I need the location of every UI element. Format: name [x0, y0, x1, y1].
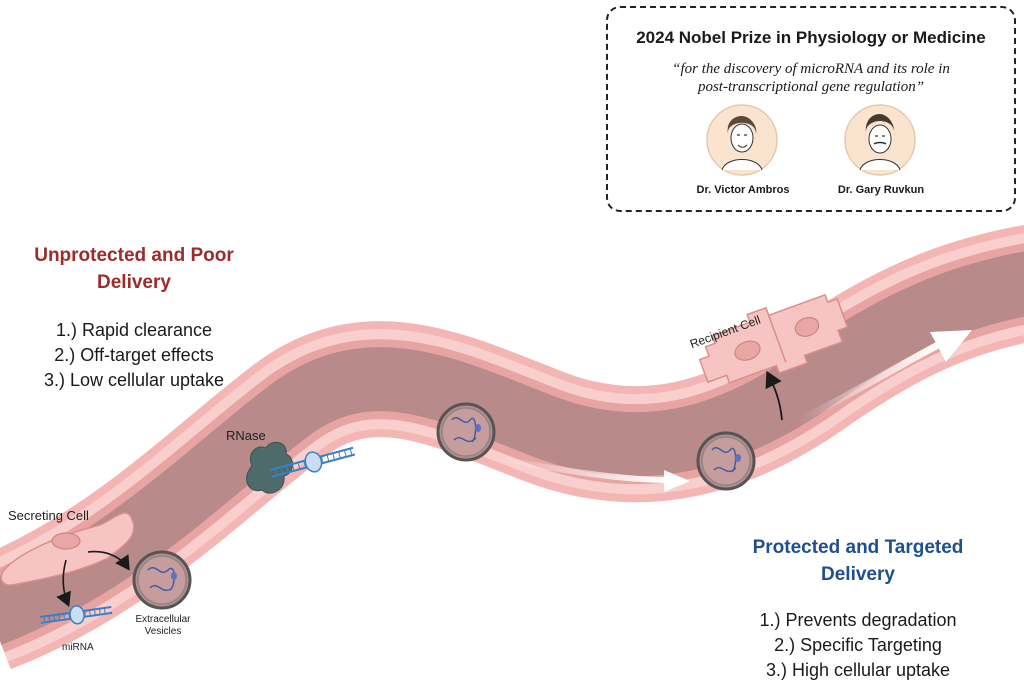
extracellular-vesicle-middle: [436, 402, 496, 462]
laureate-name-ruvkun: Dr. Gary Ruvkun: [837, 184, 925, 196]
extracellular-vesicle-left: [132, 550, 192, 610]
protected-heading-line-2: Delivery: [821, 564, 895, 585]
extracellular-vesicle-right: [696, 431, 756, 491]
unprotected-heading-line-2: Delivery: [97, 272, 171, 293]
secreting-cell: [0, 512, 135, 586]
unprotected-heading: Unprotected and Poor Delivery: [2, 242, 266, 296]
protected-item-1: 1.) Prevents degradation: [759, 610, 957, 630]
nobel-quote-line-1: “for the discovery of microRNA and its r…: [672, 61, 950, 77]
rnase-label: RNase: [226, 428, 266, 443]
portrait-victor-ambros: [706, 104, 778, 176]
nobel-quote-line-2: post-transcriptional gene regulation”: [697, 79, 925, 95]
secreting-arrow-right: [87, 550, 130, 571]
protected-heading-line-1: Protected and Targeted: [752, 537, 964, 558]
mirna-strand-rnase: [269, 446, 356, 478]
ev-label-line-2: Vesicles: [144, 626, 182, 637]
portrait-gary-ruvkun: [844, 104, 916, 176]
secreting-cell-label: Secreting Cell: [8, 508, 89, 523]
protected-list: 1.) Prevents degradation 2.) Specific Ta…: [708, 608, 1008, 683]
nobel-title: 2024 Nobel Prize in Physiology or Medici…: [636, 28, 986, 47]
recipient-cell: [698, 293, 849, 384]
flow-arrow-right: [798, 330, 972, 424]
laureate-name-ambros: Dr. Victor Ambros: [696, 184, 790, 196]
unprotected-heading-line-1: Unprotected and Poor: [34, 245, 234, 266]
nobel-quote: “for the discovery of microRNA and its r…: [608, 60, 1014, 96]
uptake-arrow: [765, 370, 783, 421]
mirna-strand-small: [39, 605, 113, 625]
unprotected-item-1: 1.) Rapid clearance: [55, 320, 213, 340]
protected-item-2: 2.) Specific Targeting: [774, 635, 942, 655]
protected-heading: Protected and Targeted Delivery: [710, 534, 1006, 588]
ev-label-line-1: Extracellular: [135, 614, 191, 625]
secreting-arrow-down: [56, 559, 71, 607]
unprotected-item-2: 2.) Off-target effects: [54, 345, 214, 365]
mirna-label: miRNA: [62, 642, 94, 653]
flow-arrow-middle: [494, 455, 690, 492]
unprotected-list: 1.) Rapid clearance 2.) Off-target effec…: [2, 318, 266, 393]
extracellular-vesicles-label: Extracellular Vesicles: [128, 614, 198, 638]
nobel-prize-box: 2024 Nobel Prize in Physiology or Medici…: [606, 6, 1016, 212]
protected-item-3: 3.) High cellular uptake: [765, 660, 951, 680]
blood-vessel: [0, 225, 1024, 670]
unprotected-item-3: 3.) Low cellular uptake: [43, 370, 225, 390]
